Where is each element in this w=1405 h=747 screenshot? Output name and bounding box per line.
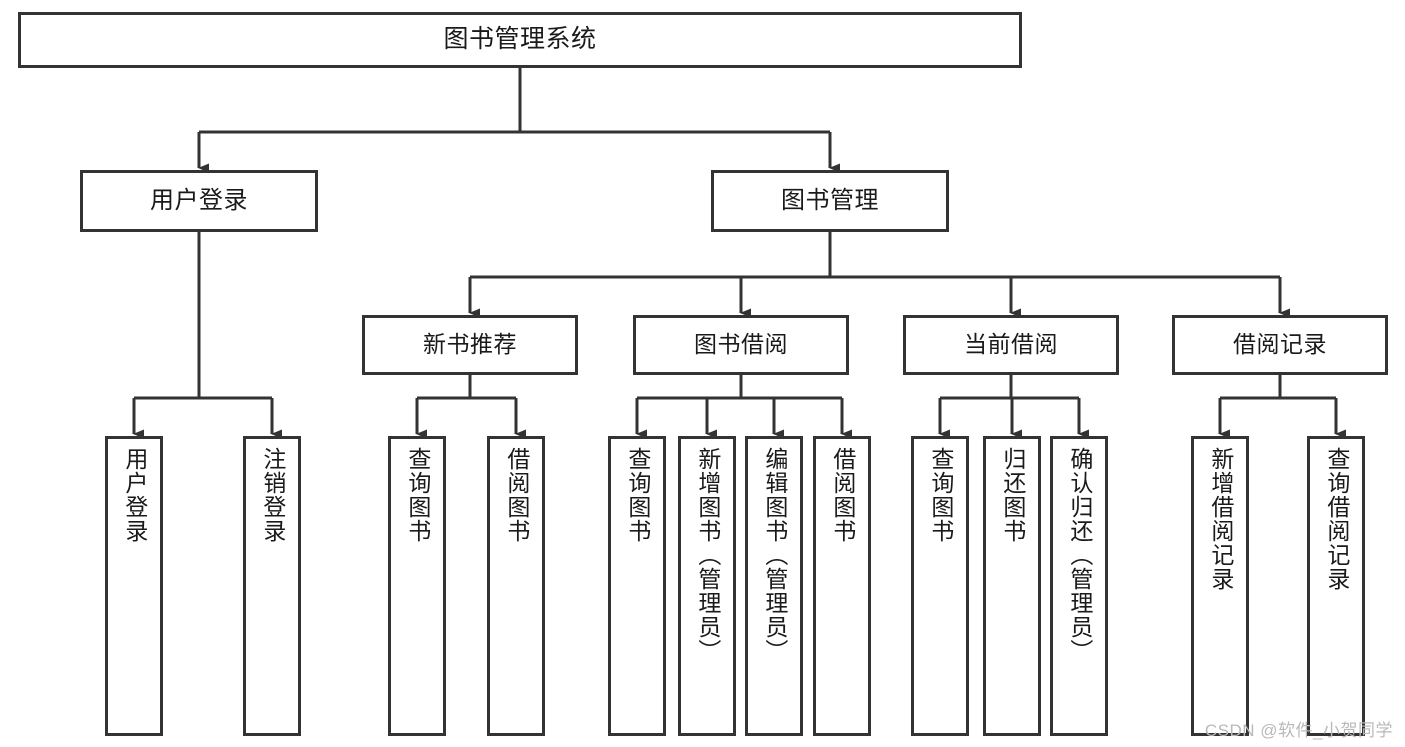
node-leaf-7[interactable]: 编辑图书（管理员） [745,436,803,736]
node-leaf-2[interactable]: 注销登录 [243,436,301,736]
node-leaf-3[interactable]: 查询图书 [388,436,446,736]
node-leaf-11[interactable]: 确认归还（管理员） [1050,436,1108,736]
node-l3-new[interactable]: 新书推荐 [362,315,578,375]
node-leaf-5[interactable]: 查询图书 [608,436,666,736]
node-leaf-1[interactable]: 用户登录 [105,436,163,736]
node-leaf-13[interactable]: 查询借阅记录 [1307,436,1365,736]
node-label: 确认归还（管理员） [1066,447,1093,663]
node-leaf-9[interactable]: 查询图书 [911,436,969,736]
node-root[interactable]: 图书管理系统 [18,12,1022,68]
node-label: 当前借阅 [964,331,1058,358]
node-label: 查询图书 [624,447,651,543]
node-label: 注销登录 [259,447,286,543]
node-label: 图书借阅 [694,331,788,358]
node-label: 借阅图书 [829,447,856,543]
node-l3-record[interactable]: 借阅记录 [1172,315,1388,375]
node-label: 用户登录 [150,186,248,214]
node-label: 借阅记录 [1233,331,1327,358]
node-label: 用户登录 [121,447,148,543]
watermark: CSDN @软件_小贺同学 [1204,721,1393,740]
node-l3-borrow[interactable]: 图书借阅 [633,315,849,375]
node-label: 新增借阅记录 [1207,447,1234,591]
node-leaf-8[interactable]: 借阅图书 [813,436,871,736]
node-label: 图书管理系统 [443,25,597,54]
node-label: 图书管理 [781,186,879,214]
node-label: 编辑图书（管理员） [761,447,788,663]
node-label: 查询图书 [927,447,954,543]
node-l2-login[interactable]: 用户登录 [80,170,318,232]
node-leaf-10[interactable]: 归还图书 [983,436,1041,736]
node-label: 查询图书 [404,447,431,543]
node-l2-book[interactable]: 图书管理 [711,170,949,232]
node-l3-current[interactable]: 当前借阅 [903,315,1119,375]
node-label: 借阅图书 [503,447,530,543]
node-label: 查询借阅记录 [1323,447,1350,591]
node-label: 新增图书（管理员） [694,447,721,663]
node-leaf-4[interactable]: 借阅图书 [487,436,545,736]
node-leaf-12[interactable]: 新增借阅记录 [1191,436,1249,736]
node-label: 新书推荐 [423,331,517,358]
node-leaf-6[interactable]: 新增图书（管理员） [678,436,736,736]
node-label: 归还图书 [999,447,1026,543]
